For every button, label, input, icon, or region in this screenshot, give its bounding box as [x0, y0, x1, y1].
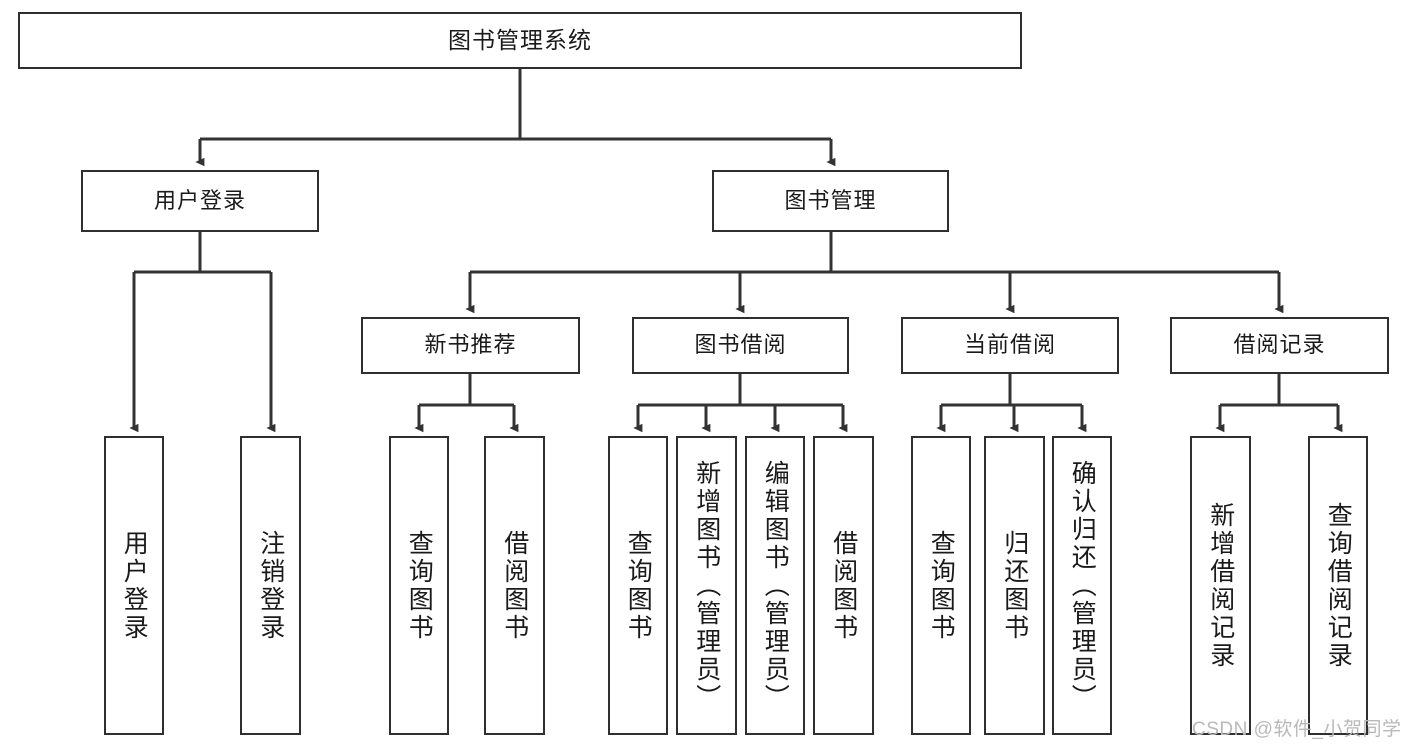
node-label: 借阅图书 [829, 529, 858, 642]
node-leaf-query-record[interactable]: 查询借阅记录 [1308, 436, 1368, 735]
node-label: 查询图书 [624, 529, 653, 642]
node-leaf-logout[interactable]: 注销登录 [240, 436, 301, 735]
node-label: 注销登录 [256, 529, 285, 642]
node-label: 查询图书 [405, 529, 434, 642]
node-new-book-recommend[interactable]: 新书推荐 [361, 317, 580, 374]
node-leaf-add-book[interactable]: 新增图书（管理员） [676, 436, 737, 735]
node-label: 新增借阅记录 [1206, 501, 1235, 670]
node-leaf-user-login[interactable]: 用户登录 [104, 436, 164, 735]
node-label: 新增图书（管理员） [692, 459, 721, 712]
node-leaf-borrow-book-1[interactable]: 借阅图书 [484, 436, 545, 735]
node-leaf-edit-book[interactable]: 编辑图书（管理员） [745, 436, 805, 735]
node-leaf-query-book-3[interactable]: 查询图书 [911, 436, 971, 735]
node-leaf-query-book-1[interactable]: 查询图书 [389, 436, 449, 735]
node-book-manage[interactable]: 图书管理 [712, 170, 949, 232]
node-leaf-borrow-book-2[interactable]: 借阅图书 [813, 436, 874, 735]
node-book-borrow[interactable]: 图书借阅 [632, 317, 849, 374]
node-leaf-return-book[interactable]: 归还图书 [984, 436, 1045, 735]
node-borrow-record[interactable]: 借阅记录 [1170, 317, 1389, 374]
node-label: 图书管理 [784, 187, 877, 213]
node-label: 借阅图书 [500, 529, 529, 642]
node-leaf-add-record[interactable]: 新增借阅记录 [1190, 436, 1251, 735]
node-root-book-management-system[interactable]: 图书管理系统 [18, 12, 1022, 69]
node-label: 确认归还（管理员） [1068, 459, 1097, 712]
node-label: 归还图书 [1000, 529, 1029, 642]
node-label: 当前借阅 [963, 332, 1056, 358]
node-label: 图书借阅 [694, 332, 787, 358]
node-leaf-confirm-return[interactable]: 确认归还（管理员） [1052, 436, 1112, 735]
node-label: 用户登录 [120, 529, 149, 642]
node-label: 查询借阅记录 [1324, 501, 1353, 670]
watermark: CSDN @软件_小贺同学 [1192, 719, 1402, 740]
node-label: 借阅记录 [1233, 332, 1326, 358]
node-user-login[interactable]: 用户登录 [81, 170, 319, 232]
node-current-borrow[interactable]: 当前借阅 [901, 317, 1119, 374]
node-label: 用户登录 [153, 187, 246, 213]
node-label: 编辑图书（管理员） [761, 459, 790, 712]
node-leaf-query-book-2[interactable]: 查询图书 [608, 436, 668, 735]
node-label: 新书推荐 [424, 332, 517, 358]
node-label: 查询图书 [927, 529, 956, 642]
node-label: 图书管理系统 [448, 26, 592, 53]
